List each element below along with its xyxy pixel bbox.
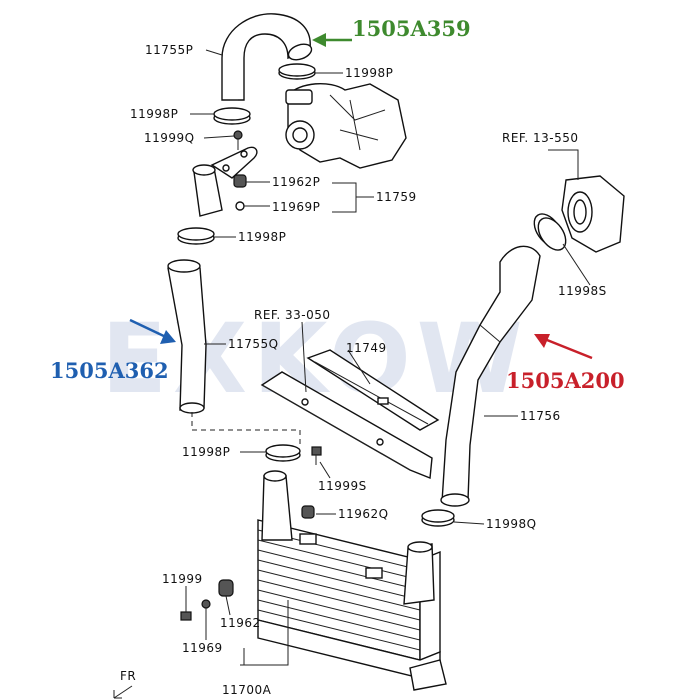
- label-11962p: 11962P: [272, 175, 320, 189]
- guide-dashed-left: [191, 412, 301, 448]
- label-11998q: 11998Q: [486, 517, 537, 531]
- collar-11969p: [235, 201, 245, 211]
- label-11999q: 11999Q: [144, 131, 195, 145]
- label-ref-13-550: REF. 13-550: [502, 131, 579, 145]
- callout-right-text: 1505A200: [506, 368, 625, 393]
- arrow-upleft-icon: [534, 334, 550, 348]
- throttle-body: [561, 175, 625, 253]
- left-hose-11755q: [167, 259, 207, 414]
- label-11962q: 11962Q: [338, 507, 389, 521]
- label-11998s: 11998S: [558, 284, 607, 298]
- callout-top: 1505A359: [312, 16, 471, 47]
- callout-right: 1505A200: [506, 334, 625, 393]
- grommet-11962: [218, 579, 234, 597]
- label-11998p-lower: 11998P: [182, 445, 230, 459]
- clamp-11998p-lower: [265, 444, 301, 462]
- label-fr: FR: [120, 669, 136, 683]
- arrow-right-icon: [160, 330, 176, 344]
- callout-left-text: 1505A362: [50, 358, 169, 383]
- label-11999: 11999: [162, 572, 203, 586]
- label-11999s: 11999S: [318, 479, 367, 493]
- callout-left: 1505A362: [50, 318, 176, 383]
- label-11759: 11759: [376, 190, 417, 204]
- cross-member-ref: [260, 371, 433, 479]
- grommet-11962p: [233, 174, 247, 188]
- front-arrow-icon: [113, 685, 133, 699]
- clamp-11998p-middle: [177, 227, 215, 245]
- bolt-11999s: [311, 446, 322, 465]
- bracket-11749: [306, 349, 440, 431]
- label-ref-33-050: REF. 33-050: [254, 308, 331, 322]
- pipe-11759: [192, 146, 258, 217]
- label-11998p-left: 11998P: [130, 107, 178, 121]
- label-11969: 11969: [182, 641, 223, 655]
- label-11755q: 11755Q: [228, 337, 279, 351]
- turbocharger: [285, 82, 407, 169]
- label-11755p: 11755P: [145, 43, 193, 57]
- clamp-11998p-top: [278, 63, 316, 80]
- label-11756: 11756: [520, 409, 561, 423]
- label-11998p-top: 11998P: [345, 66, 393, 80]
- arrow-left-icon: [312, 33, 326, 47]
- label-11998p-middle: 11998P: [238, 230, 286, 244]
- label-11700a: 11700A: [222, 683, 272, 697]
- clamp-11998q: [421, 509, 455, 527]
- intercooler-11700a: [257, 470, 447, 691]
- collar-11969: [201, 599, 211, 609]
- bolt-11999: [180, 598, 192, 621]
- clamp-11998p-left: [213, 107, 251, 125]
- right-hose-11756: [440, 245, 541, 507]
- bolt-11999q: [233, 130, 243, 150]
- clamp-11998s: [533, 213, 567, 251]
- grommet-11962q: [301, 505, 315, 519]
- label-11749: 11749: [346, 341, 387, 355]
- callout-top-text: 1505A359: [352, 16, 471, 41]
- upper-hose-11755p: [221, 13, 313, 101]
- front-direction-indicator: FR: [113, 669, 136, 699]
- label-11962: 11962: [220, 616, 261, 630]
- label-11969p: 11969P: [272, 200, 320, 214]
- leader-lines: [185, 49, 591, 666]
